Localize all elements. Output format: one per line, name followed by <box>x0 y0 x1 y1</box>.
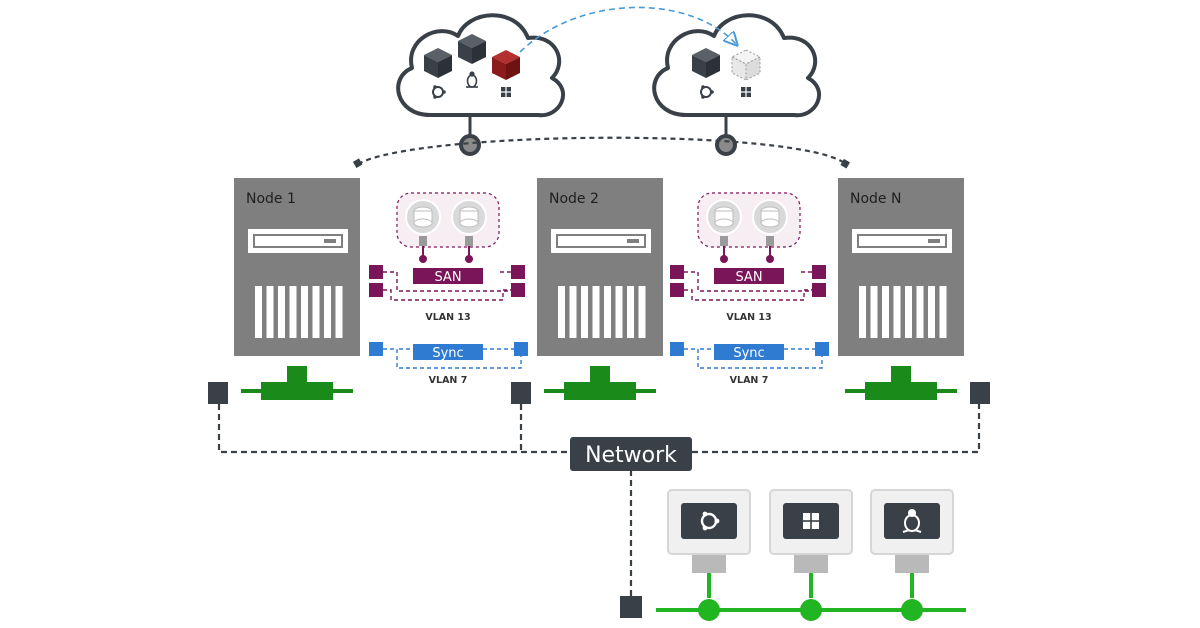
vent-slot <box>569 286 577 338</box>
client-screen <box>783 503 839 539</box>
vent-slot <box>870 286 878 338</box>
client-machine[interactable] <box>667 489 751 621</box>
node-label: Node N <box>850 191 901 207</box>
sync-vlan-label: VLAN 7 <box>429 375 468 386</box>
windows-icon <box>803 513 819 529</box>
san-port <box>670 265 684 279</box>
power-connector <box>845 366 957 400</box>
cloud-connectors <box>352 117 850 169</box>
san-pill <box>714 268 784 284</box>
ubuntu-icon <box>700 511 720 531</box>
vent-slot <box>335 286 343 338</box>
san-vlan-label: VLAN 13 <box>425 312 470 323</box>
vent-slot <box>615 286 623 338</box>
sync-port <box>514 342 528 356</box>
sync-label: Sync <box>432 346 463 361</box>
network-label: Network <box>570 437 692 471</box>
san-label: SAN <box>735 270 762 285</box>
san-port <box>812 265 826 279</box>
vent-slot <box>638 286 646 338</box>
san-pill <box>413 268 483 284</box>
power-connector <box>544 366 656 400</box>
vent-slot <box>916 286 924 338</box>
network-lines <box>208 382 990 618</box>
san-port <box>812 283 826 297</box>
ubuntu-icon <box>432 85 446 99</box>
sync-pill <box>413 344 483 360</box>
vent-slot <box>604 286 611 338</box>
client-stand <box>895 555 929 573</box>
disk-icon <box>706 199 742 263</box>
san-port <box>369 265 383 279</box>
vent-slot <box>859 286 866 338</box>
vent-slot <box>581 286 588 338</box>
san-label: SAN <box>434 270 461 285</box>
nodes-layer: Node 1 Node 2 Node N <box>234 178 964 400</box>
vm-box-icon <box>424 48 452 78</box>
san-port <box>511 283 525 297</box>
san-port <box>369 283 383 297</box>
vent-slot <box>278 286 285 338</box>
ubuntu-icon <box>700 85 714 99</box>
node-label: Node 2 <box>549 191 599 207</box>
disk-icon <box>451 199 487 263</box>
vent-slot <box>627 286 634 338</box>
sync-pill <box>714 344 784 360</box>
vent-slot <box>592 286 600 338</box>
san-port <box>670 283 684 297</box>
sync-port <box>369 342 383 356</box>
clients-layer <box>667 489 954 621</box>
sync-port <box>815 342 829 356</box>
disk-icon <box>752 199 788 263</box>
vm-box-icon <box>458 34 486 64</box>
client-screen <box>681 503 737 539</box>
vent-slot <box>312 286 320 338</box>
cloud-left <box>396 13 566 118</box>
san-port <box>511 265 525 279</box>
disk-icon <box>405 199 441 263</box>
client-machine[interactable] <box>769 489 853 621</box>
vent-slot <box>324 286 331 338</box>
ghost-vm-box-icon <box>730 49 762 81</box>
vent-slot <box>266 286 274 338</box>
windows-icon <box>501 87 511 97</box>
node-label: Node 1 <box>246 191 296 207</box>
migration-arrow <box>519 6 736 53</box>
client-stand <box>794 555 828 573</box>
linux-tux-icon <box>466 71 478 88</box>
windows-icon <box>741 87 751 97</box>
cloud-right <box>652 13 822 118</box>
linux-tux-icon <box>902 509 922 533</box>
vent-slot <box>939 286 947 338</box>
network-label-text: Network <box>585 443 677 468</box>
red-vm-box-icon <box>492 50 520 80</box>
vent-slot <box>905 286 912 338</box>
client-screen <box>884 503 940 539</box>
server-node[interactable]: Node 2 <box>537 178 663 400</box>
vent-slot <box>255 286 262 338</box>
vm-box-icon <box>692 48 720 78</box>
vent-slot <box>882 286 889 338</box>
san-vlan-label: VLAN 13 <box>726 312 771 323</box>
client-machine[interactable] <box>870 489 954 621</box>
vent-slot <box>558 286 565 338</box>
server-node[interactable]: Node N <box>838 178 964 400</box>
power-connector <box>241 366 353 400</box>
server-node[interactable]: Node 1 <box>234 178 360 400</box>
vent-slot <box>893 286 901 338</box>
vent-slot <box>289 286 297 338</box>
sync-vlan-label: VLAN 7 <box>730 375 769 386</box>
vent-slot <box>928 286 935 338</box>
sync-label: Sync <box>733 346 764 361</box>
client-stand <box>692 555 726 573</box>
sync-port <box>670 342 684 356</box>
vent-slot <box>301 286 308 338</box>
